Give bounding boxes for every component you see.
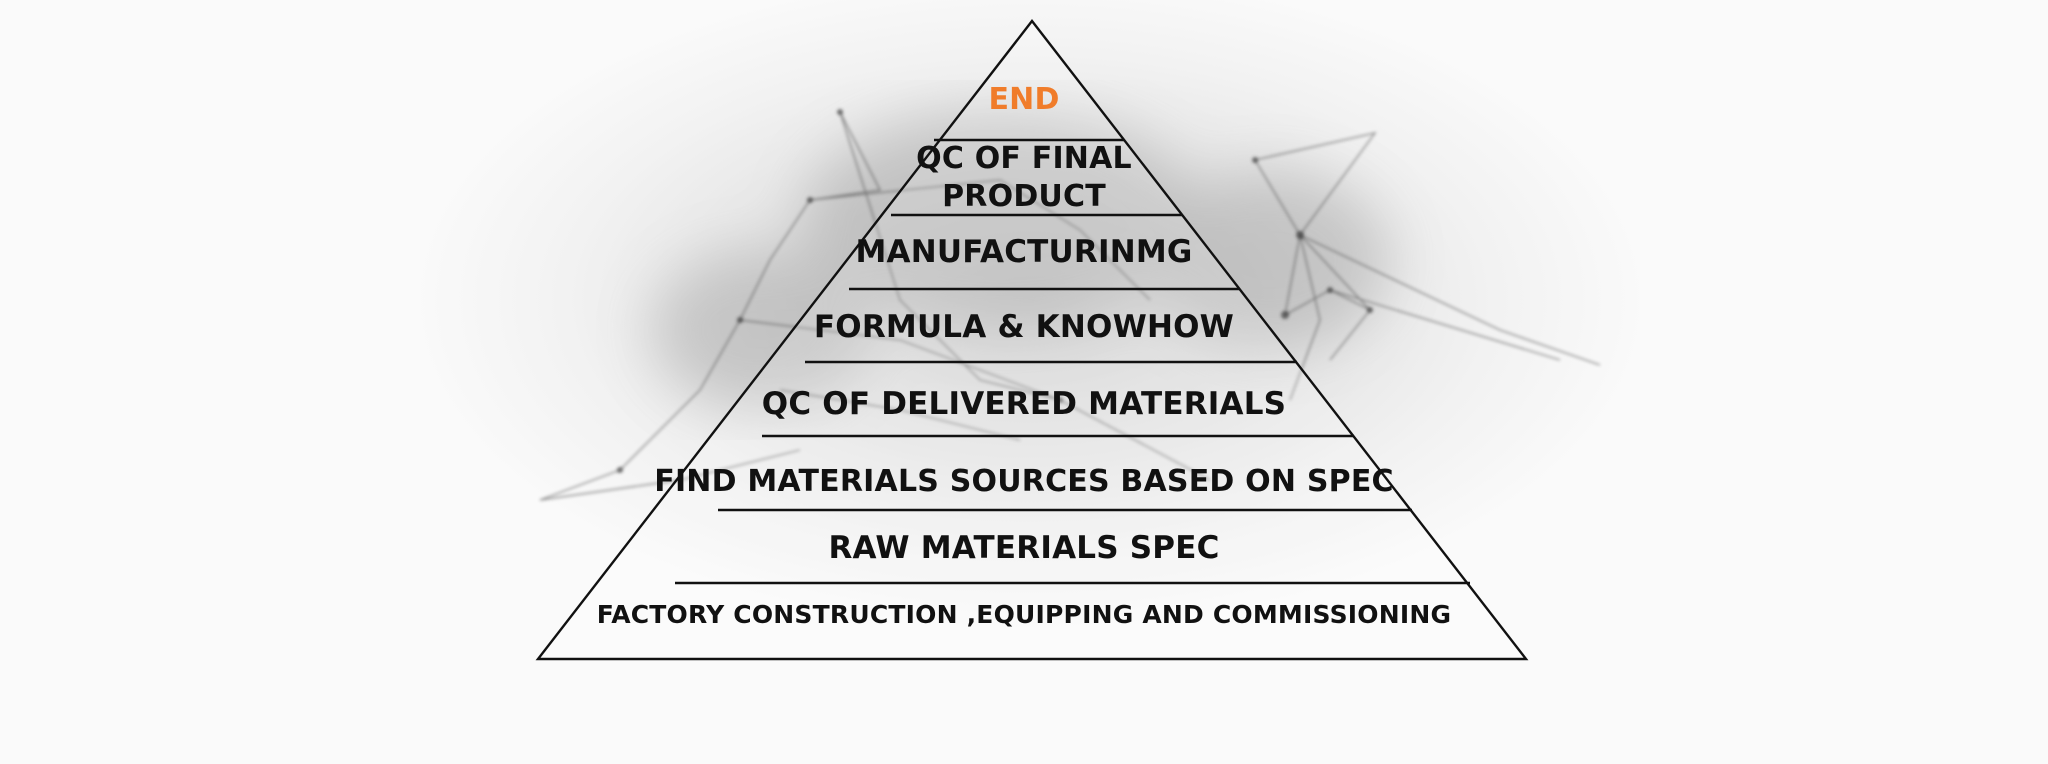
tier-find-material-sources-label: FIND MATERIALS SOURCES BASED ON SPEC — [654, 464, 1394, 499]
tier-qc-delivered-materials-label: QC OF DELIVERED MATERIALS — [761, 386, 1287, 422]
tier-qc-final-line-2: PRODUCT — [942, 179, 1106, 214]
tier-qc-final-product-label: QC OF FINAL PRODUCT — [0, 140, 2048, 216]
tier-manufacturing-label: MANUFACTURINMG — [855, 234, 1193, 270]
tier-formula-knowhow-label: FORMULA & KNOWHOW — [813, 309, 1235, 345]
tier-raw-materials-spec-label: RAW MATERIALS SPEC — [828, 530, 1220, 566]
tier-factory-construction-label: FACTORY CONSTRUCTION ,EQUIPPING AND COMM… — [596, 600, 1452, 629]
tier-qc-final-line-1: QC OF FINAL — [916, 141, 1132, 176]
pyramid-outline — [535, 19, 1529, 661]
tier-end-label: END — [988, 82, 1060, 117]
